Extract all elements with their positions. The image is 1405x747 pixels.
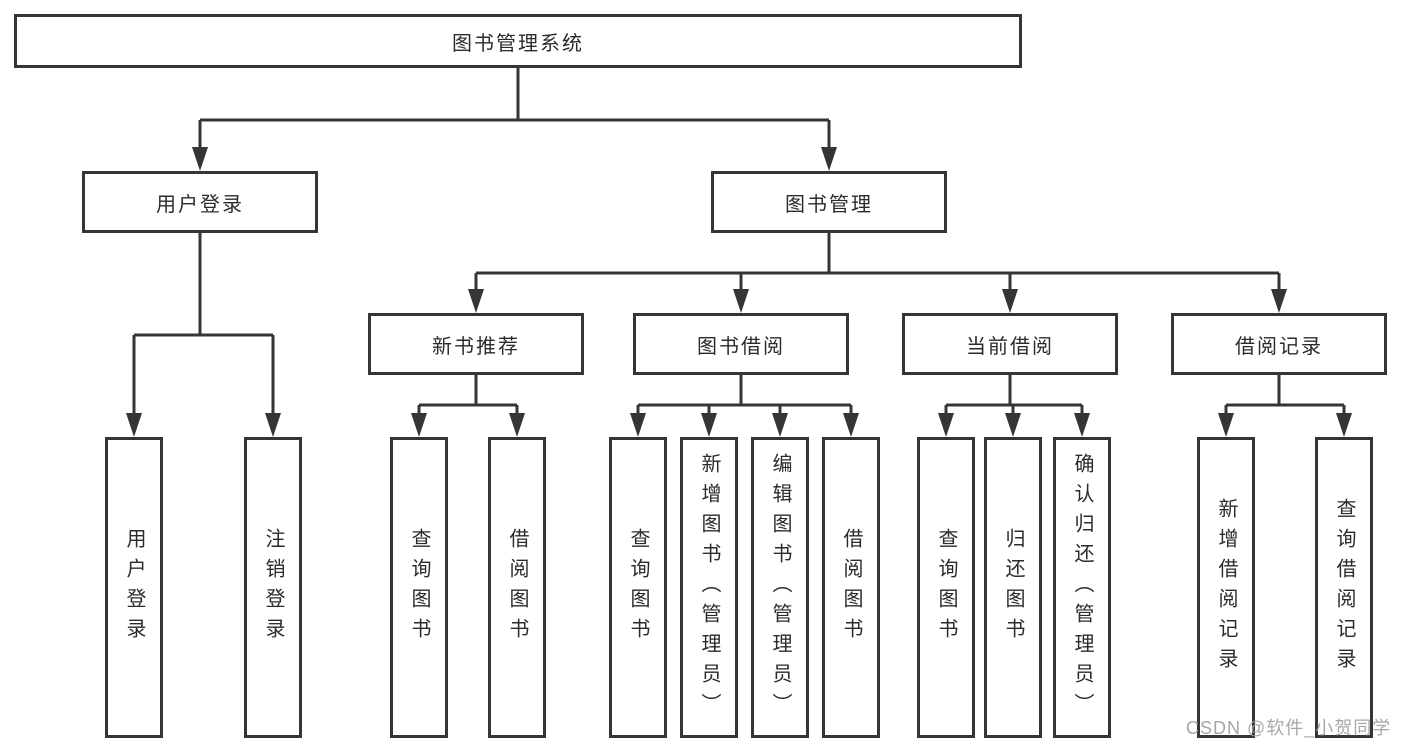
leaf-current-confirm-return-label: 确认归还（管理员）	[1071, 452, 1093, 723]
leaf-current-return-books-label: 归还图书	[1002, 527, 1024, 648]
leaf-record-query: 查询借阅记录	[1315, 437, 1373, 738]
leaf-recommend-query-books: 查询图书	[390, 437, 448, 738]
leaf-current-query-books: 查询图书	[917, 437, 975, 738]
node-book-management: 图书管理	[711, 171, 947, 233]
leaf-borrow-edit-books: 编辑图书（管理员）	[751, 437, 809, 738]
node-current-borrow-label: 当前借阅	[966, 335, 1054, 358]
leaf-recommend-query-books-label: 查询图书	[408, 527, 430, 648]
leaf-logout: 注销登录	[244, 437, 302, 738]
leaf-recommend-borrow-books-label: 借阅图书	[506, 527, 528, 648]
leaf-record-add-label: 新增借阅记录	[1215, 497, 1237, 678]
node-book-borrow-label: 图书借阅	[697, 335, 785, 358]
node-borrow-record-label: 借阅记录	[1235, 335, 1323, 358]
node-book-borrow: 图书借阅	[633, 313, 849, 375]
leaf-current-query-books-label: 查询图书	[935, 527, 957, 648]
leaf-recommend-borrow-books: 借阅图书	[488, 437, 546, 738]
leaf-user-login: 用户登录	[105, 437, 163, 738]
leaf-borrow-edit-books-label: 编辑图书（管理员）	[769, 452, 791, 723]
node-current-borrow: 当前借阅	[902, 313, 1118, 375]
leaf-user-login-label: 用户登录	[123, 527, 145, 648]
leaf-borrow-add-books-label: 新增图书（管理员）	[698, 452, 720, 723]
leaf-logout-label: 注销登录	[262, 527, 284, 648]
node-root-system: 图书管理系统	[14, 14, 1022, 68]
leaf-record-add: 新增借阅记录	[1197, 437, 1255, 738]
leaf-borrow-borrow-books: 借阅图书	[822, 437, 880, 738]
leaf-borrow-borrow-books-label: 借阅图书	[840, 527, 862, 648]
leaf-borrow-query-books: 查询图书	[609, 437, 667, 738]
leaf-current-confirm-return: 确认归还（管理员）	[1053, 437, 1111, 738]
leaf-borrow-add-books: 新增图书（管理员）	[680, 437, 738, 738]
node-new-book-recommend-label: 新书推荐	[432, 335, 520, 358]
node-borrow-record: 借阅记录	[1171, 313, 1387, 375]
leaf-current-return-books: 归还图书	[984, 437, 1042, 738]
node-user-login-label: 用户登录	[156, 193, 244, 216]
node-root-label: 图书管理系统	[452, 32, 584, 55]
leaf-borrow-query-books-label: 查询图书	[627, 527, 649, 648]
arrowhead-icons	[126, 147, 1352, 437]
node-user-login: 用户登录	[82, 171, 318, 233]
node-book-management-label: 图书管理	[785, 193, 873, 216]
node-new-book-recommend: 新书推荐	[368, 313, 584, 375]
csdn-watermark: CSDN @软件_小贺同学	[1186, 718, 1392, 738]
leaf-record-query-label: 查询借阅记录	[1333, 497, 1355, 678]
